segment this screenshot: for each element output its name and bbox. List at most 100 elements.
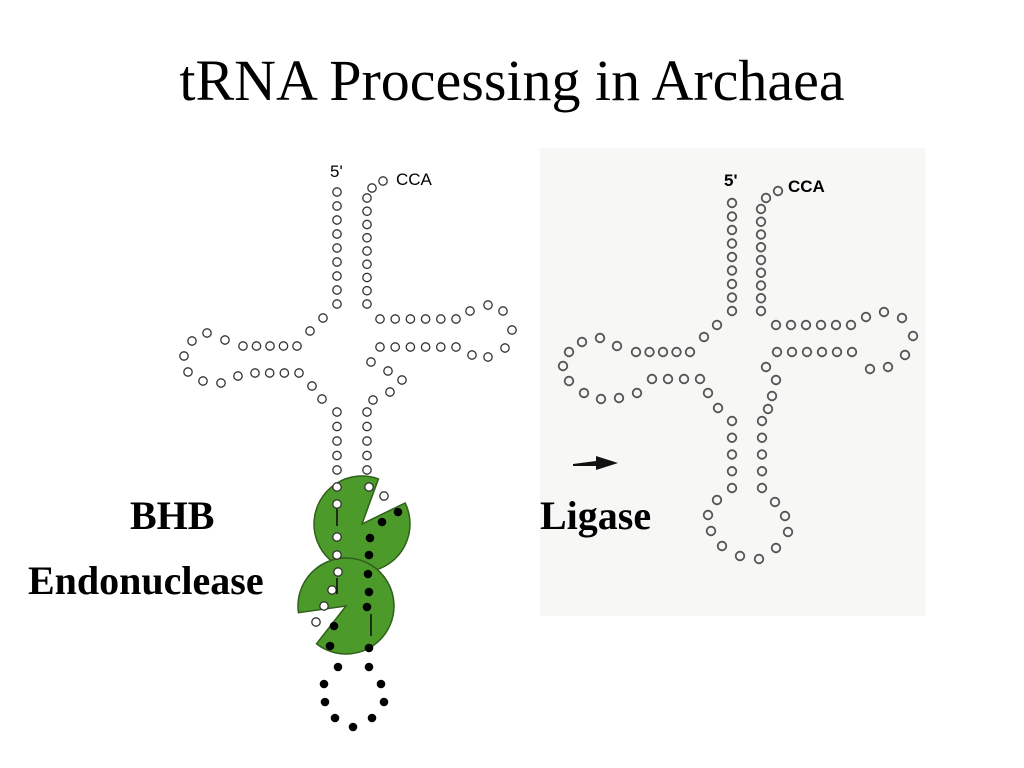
nucleotide — [726, 466, 738, 477]
nucleotide — [726, 449, 738, 460]
nucleotide — [362, 436, 372, 446]
nucleotide — [726, 415, 738, 427]
nucleotide — [507, 325, 517, 335]
nucleotide — [332, 215, 342, 225]
intron-nucleotide — [364, 587, 374, 597]
intron-nucleotide — [363, 569, 373, 579]
intron-nucleotide — [379, 697, 389, 707]
intron-nucleotide — [330, 713, 340, 723]
nucleotide — [646, 373, 658, 385]
nucleotide — [860, 311, 872, 323]
intron-nucleotide — [364, 662, 374, 672]
nucleotide — [770, 374, 782, 386]
nucleotide — [202, 328, 212, 338]
nucleotide — [220, 335, 230, 345]
nucleotide — [694, 373, 706, 385]
nucleotide — [332, 285, 342, 295]
nucleotide — [756, 466, 768, 477]
nucleotide — [435, 342, 446, 352]
nucleotide — [576, 336, 588, 348]
enzyme-subunit — [313, 475, 411, 573]
nucleotide — [755, 203, 767, 215]
nucleotide — [179, 351, 189, 361]
nucleotide — [362, 219, 372, 230]
nucleotide — [755, 267, 767, 278]
nucleotide — [756, 449, 768, 460]
nucleotide — [800, 319, 812, 331]
nucleotide — [233, 371, 243, 381]
nucleotide — [595, 393, 607, 405]
nucleotide — [671, 346, 682, 358]
nucleotide — [332, 187, 342, 197]
nucleotide — [332, 436, 342, 446]
nucleotide — [451, 342, 461, 352]
intron-nucleotide — [367, 713, 377, 723]
nucleotide — [250, 368, 260, 378]
nucleotide — [375, 314, 385, 324]
nucleotide — [846, 346, 858, 358]
nucleotide — [362, 259, 372, 270]
intron-nucleotide — [329, 621, 339, 631]
nucleotide — [332, 407, 342, 417]
nucleotide — [770, 542, 782, 554]
nucleotide — [785, 319, 797, 331]
nucleotide — [216, 378, 226, 388]
nucleotide — [726, 265, 738, 276]
nucleotide — [726, 292, 738, 303]
nucleotide — [332, 532, 342, 542]
bhb-endonuclease-enzyme — [297, 475, 411, 655]
nucleotide — [557, 360, 569, 372]
nucleotide — [332, 201, 342, 211]
nucleotide — [420, 314, 431, 324]
nucleotide — [613, 392, 625, 404]
intron-nucleotide — [348, 722, 358, 732]
nucleotide — [755, 293, 767, 304]
nucleotide — [319, 601, 329, 611]
nucleotide — [278, 341, 289, 351]
nucleotide — [332, 465, 342, 475]
nucleotide — [362, 206, 372, 217]
nucleotide — [702, 387, 714, 399]
slide-title: tRNA Processing in Archaea — [179, 48, 845, 113]
nucleotide — [726, 238, 738, 249]
nucleotide — [332, 421, 342, 432]
nucleotide — [755, 254, 767, 266]
nucleotide — [362, 421, 372, 432]
nucleotide — [383, 366, 393, 376]
nucleotide — [390, 314, 401, 324]
nucleotide — [332, 550, 342, 560]
nucleotide — [801, 346, 813, 358]
nucleotide — [684, 346, 696, 358]
left-cca-label: CCA — [396, 170, 433, 189]
intron-nucleotide — [333, 662, 343, 672]
mature-trna-structure — [557, 185, 919, 565]
nucleotide — [831, 346, 843, 358]
nucleotide — [726, 305, 738, 317]
nucleotide — [896, 312, 908, 324]
nucleotide — [712, 402, 724, 414]
nucleotide — [385, 387, 395, 397]
nucleotide — [711, 494, 723, 506]
nucleotide — [755, 280, 767, 291]
enzyme-subunit — [297, 557, 395, 655]
nucleotide — [420, 342, 431, 352]
nucleotide — [362, 285, 372, 296]
nucleotide — [563, 346, 575, 358]
nucleotide — [332, 243, 342, 253]
nucleotide — [368, 395, 378, 405]
nucleotide — [779, 510, 791, 522]
nucleotide — [756, 415, 768, 427]
intron-loop — [319, 643, 389, 732]
nucleotide — [264, 368, 275, 378]
ligase-label: Ligase — [540, 493, 652, 538]
nucleotide — [362, 450, 372, 461]
nucleotide — [362, 407, 372, 417]
intron-nucleotide — [365, 533, 375, 543]
nucleotide — [435, 314, 446, 324]
nucleotide — [726, 224, 738, 236]
nucleotide — [766, 390, 778, 402]
nucleotide — [451, 314, 461, 324]
endonuclease-label: Endonuclease — [28, 558, 264, 603]
nucleotide — [578, 387, 590, 399]
